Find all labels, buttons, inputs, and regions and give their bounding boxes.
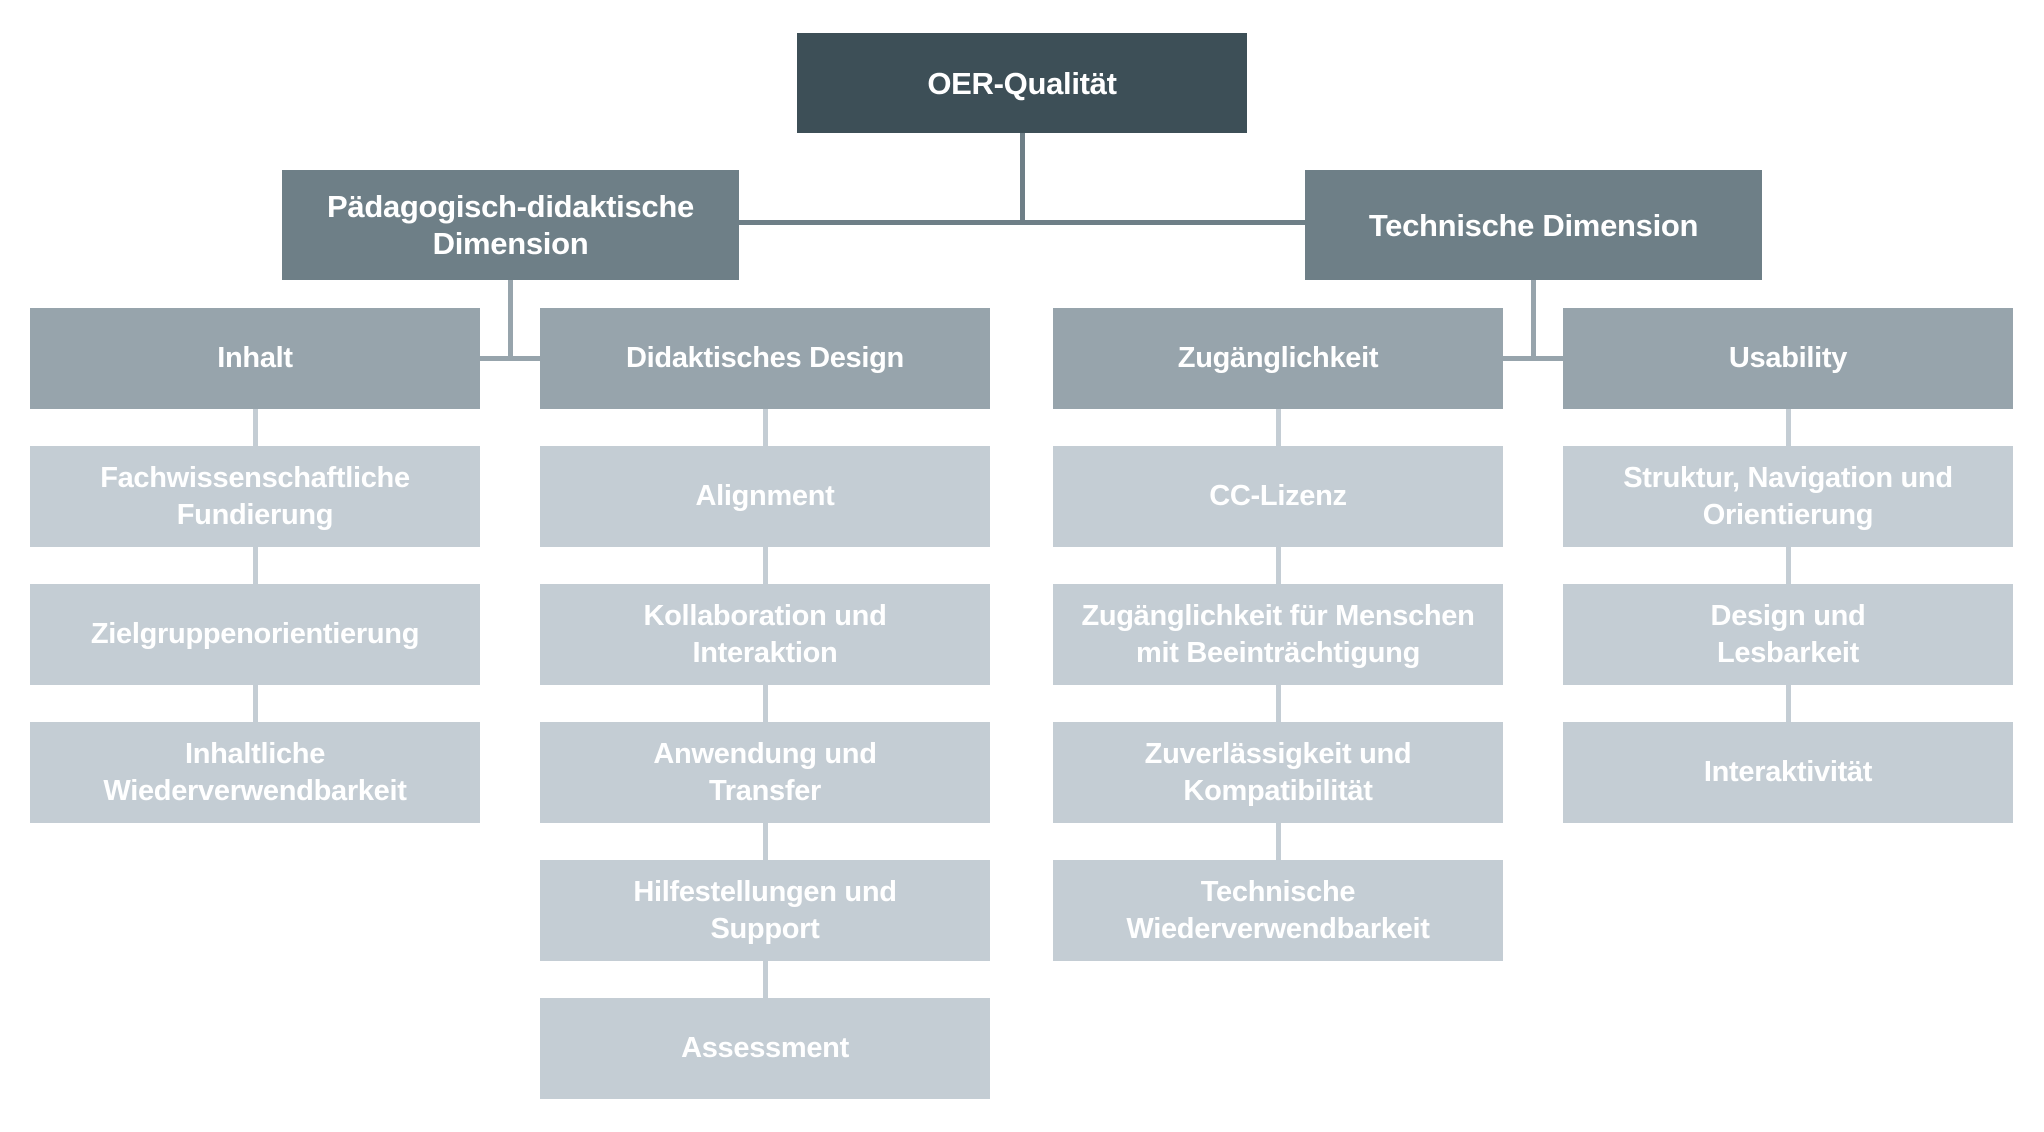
node-label-line: Fachwissenschaftliche	[100, 461, 410, 494]
node-label-line: Hilfestellungen und	[633, 875, 897, 908]
node-interaktivitaet: Interaktivität	[1563, 722, 2013, 823]
node-label-line: Dimension	[432, 226, 589, 261]
node-label-line: Technische	[1200, 875, 1356, 908]
node-label-line: Wiederverwendbarkeit	[103, 774, 407, 807]
connector-col2-link-3	[763, 685, 768, 722]
node-label-line: Fundierung	[176, 498, 334, 531]
node-label-line: Transfer	[708, 774, 822, 807]
node-assessment: Assessment	[540, 998, 990, 1099]
node-label-line: Support	[710, 912, 820, 945]
connector-paed-drop	[508, 280, 513, 361]
node-label-line: Zuverlässigkeit und	[1144, 737, 1412, 770]
node-label-line: Zugänglichkeit für Menschen	[1081, 599, 1475, 632]
node-cc-lizenz: CC-Lizenz	[1053, 446, 1503, 547]
node-label-line: Kompatibilität	[1183, 774, 1373, 807]
connector-oer-drop	[1020, 133, 1025, 225]
node-label-line: Interaktion	[692, 636, 838, 669]
connector-col4-link-3	[1786, 685, 1791, 722]
connector-col3-link-1	[1276, 409, 1281, 446]
connector-paed-crossbar	[480, 356, 540, 361]
node-label-line: OER-Qualität	[927, 65, 1117, 101]
connector-col2-link-1	[763, 409, 768, 446]
node-label-line: Struktur, Navigation und	[1623, 461, 1953, 494]
node-label-line: Anwendung und	[653, 737, 877, 770]
node-zugaenglichkeit: Zugänglichkeit	[1053, 308, 1503, 409]
node-alignment: Alignment	[540, 446, 990, 547]
connector-tech-crossbar	[1503, 356, 1563, 361]
connector-col4-link-2	[1786, 547, 1791, 584]
node-inhalt: Inhalt	[30, 308, 480, 409]
node-label-line: mit Beeinträchtigung	[1135, 636, 1420, 669]
node-label-line: Zugänglichkeit	[1177, 342, 1379, 374]
node-label-line: Wiederverwendbarkeit	[1126, 912, 1430, 945]
node-label-line: Interaktivität	[1703, 756, 1873, 788]
node-label-line: Alignment	[695, 480, 835, 512]
connector-tech-drop	[1531, 280, 1536, 361]
connector-level2-crossbar	[739, 220, 1305, 225]
node-label-line: Zielgruppenorientierung	[90, 618, 420, 650]
node-label-line: Lesbarkeit	[1716, 636, 1860, 669]
node-label-line: Pädagogisch-didaktische	[327, 189, 694, 224]
connector-col2-link-2	[763, 547, 768, 584]
node-oer-qualitaet: OER-Qualität	[797, 33, 1247, 133]
node-label-line: Usability	[1728, 342, 1848, 374]
connector-col3-link-4	[1276, 823, 1281, 860]
node-usability: Usability	[1563, 308, 2013, 409]
connector-col3-link-2	[1276, 547, 1281, 584]
node-zugaenglichkeit-beeintraechtigung: Zugänglichkeit für Menschen mit Beeinträc…	[1053, 584, 1503, 685]
node-label-line: Inhaltliche	[184, 737, 326, 770]
connector-col1-link-2	[253, 547, 258, 584]
node-didaktisches-design: Didaktisches Design	[540, 308, 990, 409]
node-label-line: CC-Lizenz	[1209, 480, 1347, 512]
connector-col3-link-3	[1276, 685, 1281, 722]
node-zielgruppenorientierung: Zielgruppenorientierung	[30, 584, 480, 685]
connector-col1-link-1	[253, 409, 258, 446]
node-label-line: Assessment	[681, 1032, 849, 1064]
connector-col2-link-5	[763, 961, 768, 998]
node-label-line: Kollaboration und	[643, 599, 887, 632]
connector-col4-link-1	[1786, 409, 1791, 446]
connector-col2-link-4	[763, 823, 768, 860]
connector-col1-link-3	[253, 685, 258, 722]
node-label-line: Didaktisches Design	[626, 342, 904, 374]
node-label-line: Inhalt	[217, 342, 293, 374]
node-label-line: Design und	[1710, 599, 1866, 632]
node-label-line: Orientierung	[1702, 498, 1874, 531]
node-technische-dimension: Technische Dimension	[1305, 170, 1762, 280]
node-label-line: Technische Dimension	[1368, 207, 1699, 243]
